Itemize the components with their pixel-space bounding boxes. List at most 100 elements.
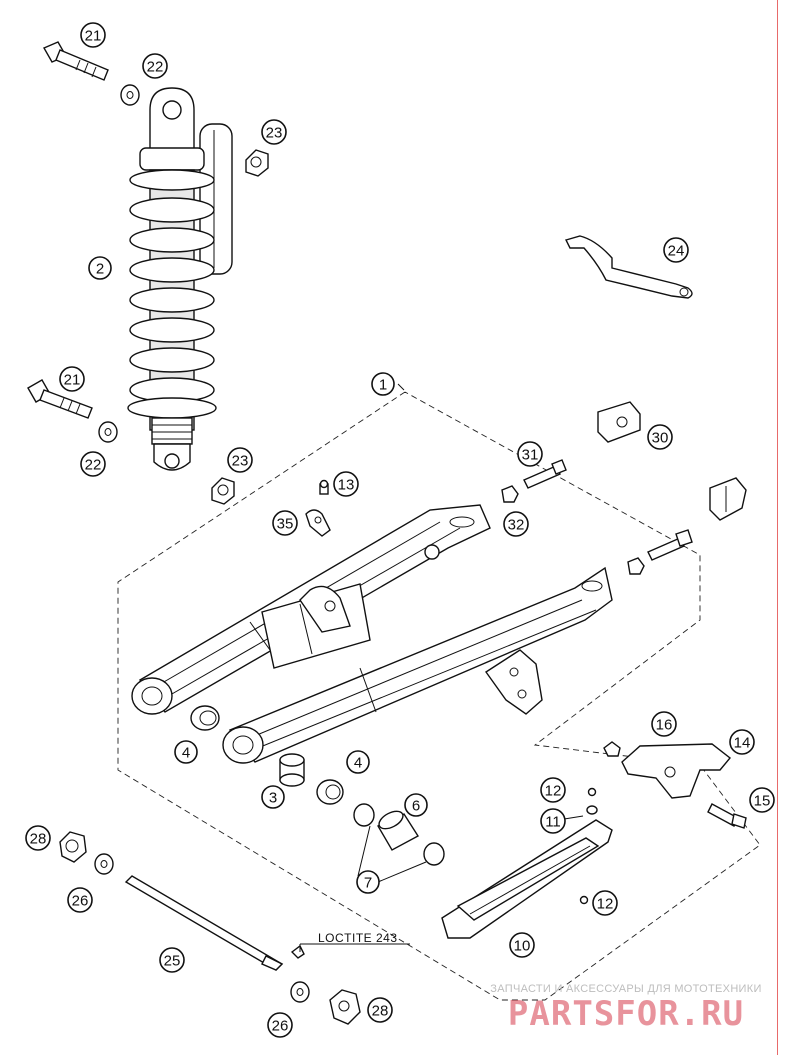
screw-13 (319, 479, 329, 495)
svg-text:22: 22 (85, 457, 102, 474)
svg-text:3: 3 (269, 790, 277, 807)
bolt-31 (523, 459, 567, 489)
callout-23-lower: 23 (227, 447, 253, 473)
svg-text:7: 7 (364, 875, 372, 892)
callout-13: 13 (333, 471, 359, 497)
nut-32 (501, 485, 519, 503)
svg-text:23: 23 (232, 453, 249, 470)
chain-slider (441, 819, 613, 939)
bushing-4-upper (190, 705, 220, 731)
callout-15: 15 (749, 787, 775, 813)
svg-text:13: 13 (338, 477, 355, 494)
bolt-right (647, 529, 693, 561)
screw-12-upper (587, 787, 597, 797)
callout-7: 7 (356, 870, 380, 894)
callout-16: 16 (651, 711, 677, 737)
callout-22-upper: 22 (142, 53, 168, 79)
washer-lower (98, 421, 118, 443)
svg-text:1: 1 (379, 377, 387, 394)
callout-1: 1 (371, 372, 395, 396)
callout-32: 32 (503, 511, 529, 537)
callout-28-lower: 28 (367, 997, 393, 1023)
bracket-lower (709, 477, 747, 521)
leader-lines (299, 383, 584, 952)
callout-11: 11 (540, 808, 566, 834)
callout-28-upper: 28 (25, 825, 51, 851)
callout-30: 30 (647, 424, 673, 450)
svg-text:35: 35 (277, 516, 294, 533)
callout-21-lower: 21 (59, 366, 85, 392)
callout-4-lower: 4 (346, 750, 370, 774)
nut-28-lower (329, 989, 361, 1025)
bolt-lower (27, 379, 93, 419)
nut-28-upper (59, 831, 87, 863)
nut-lower (211, 477, 235, 505)
bracket-upper (597, 401, 641, 443)
svg-text:28: 28 (372, 1003, 389, 1020)
svg-text:12: 12 (545, 783, 562, 800)
svg-text:30: 30 (652, 430, 669, 447)
spring-coils (129, 169, 215, 403)
swingarm (131, 504, 613, 764)
swingarm-axle (124, 875, 284, 971)
nut-right (627, 557, 645, 575)
svg-text:24: 24 (668, 243, 685, 260)
svg-text:21: 21 (64, 372, 81, 389)
watermark-tagline: ЗАПЧАСТИ И АКСЕССУАРЫ ДЛЯ МОТОТЕХНИКИ (490, 983, 762, 995)
svg-text:15: 15 (754, 793, 771, 810)
nut-16 (603, 741, 621, 757)
nut-upper (245, 149, 269, 177)
svg-text:25: 25 (164, 953, 181, 970)
seal-7-upper (353, 803, 375, 827)
shock-absorber (127, 87, 233, 471)
callout-3: 3 (261, 785, 285, 809)
svg-text:11: 11 (545, 814, 561, 831)
svg-text:4: 4 (354, 755, 362, 772)
bolt-15 (707, 803, 747, 829)
washer-26-lower (290, 981, 310, 1003)
svg-text:28: 28 (30, 831, 47, 848)
washer-upper (120, 84, 140, 106)
washer-11 (586, 805, 598, 815)
bearing-3 (279, 753, 305, 787)
callout-23-upper: 23 (261, 119, 287, 145)
callout-25: 25 (159, 947, 185, 973)
svg-text:26: 26 (72, 893, 89, 910)
callout-4-upper: 4 (174, 740, 198, 764)
callout-24: 24 (663, 237, 689, 263)
sleeve-6 (377, 810, 419, 851)
callout-26-lower: 26 (267, 1012, 293, 1038)
callout-31: 31 (517, 441, 543, 467)
svg-text:31: 31 (522, 447, 539, 464)
svg-text:21: 21 (85, 28, 102, 45)
svg-text:12: 12 (597, 896, 614, 913)
washer-26-upper (94, 853, 114, 875)
clip-35 (305, 509, 331, 537)
callout-10: 10 (509, 932, 535, 958)
callout-2: 2 (88, 256, 112, 280)
loctite-drop (290, 944, 305, 959)
bushing-4-lower (316, 779, 344, 805)
callout-12-upper: 12 (540, 777, 566, 803)
watermark: ЗАПЧАСТИ И АКСЕССУАРЫ ДЛЯ МОТОТЕХНИКИ PA… (476, 983, 776, 1033)
loctite-note: LOCTITE 243 (318, 931, 398, 945)
seal-7-lower (423, 842, 445, 866)
callout-26-upper: 26 (67, 887, 93, 913)
svg-text:10: 10 (514, 938, 531, 955)
callout-22-lower: 22 (80, 451, 106, 477)
svg-text:4: 4 (182, 745, 190, 762)
svg-text:16: 16 (656, 717, 673, 734)
svg-text:14: 14 (734, 735, 751, 752)
callout-21-upper: 21 (80, 22, 106, 48)
chain-guide (621, 743, 732, 799)
svg-text:26: 26 (272, 1018, 289, 1035)
callout-35: 35 (272, 510, 298, 536)
bolt-upper (43, 41, 109, 81)
callout-6: 6 (404, 793, 428, 817)
watermark-brand: PARTSFOR.RU (507, 994, 745, 1034)
assembly-outline (117, 391, 761, 1001)
hook-wrench (564, 235, 693, 299)
svg-text:32: 32 (508, 517, 525, 534)
svg-text:2: 2 (96, 261, 104, 278)
